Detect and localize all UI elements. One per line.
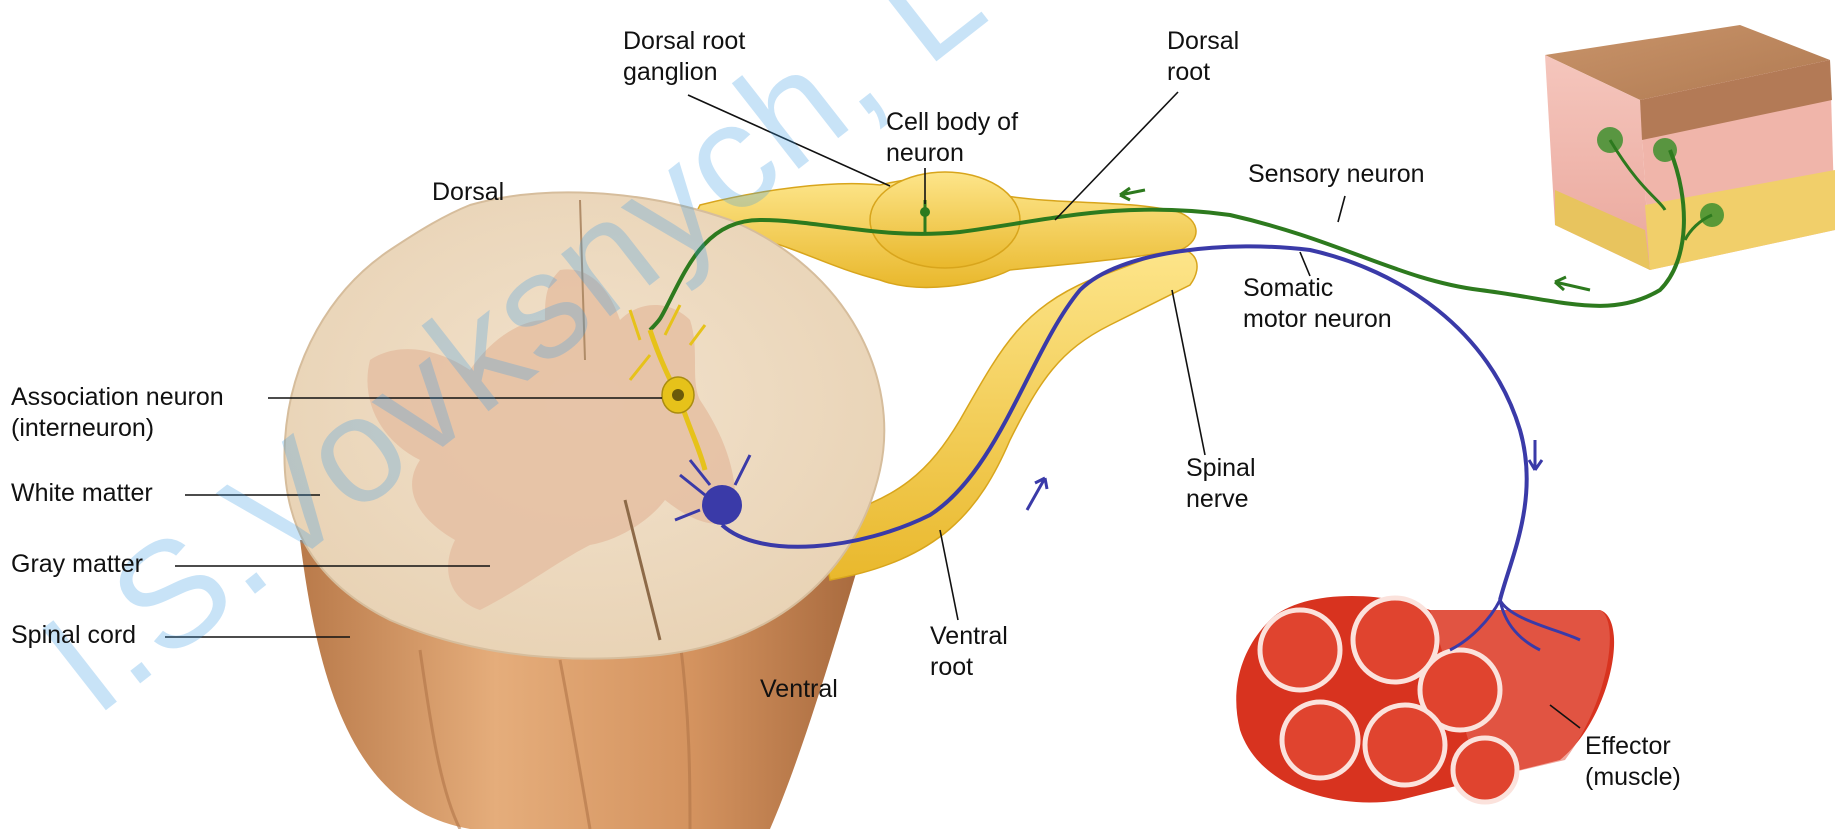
label-dorsal: Dorsal — [432, 177, 504, 208]
signal-direction-arrow — [1027, 478, 1047, 510]
label-ventral: Ventral — [760, 674, 838, 705]
leader-sensory-neuron — [1338, 196, 1345, 222]
label-effector: Effector (muscle) — [1585, 731, 1681, 793]
label-sensory-neuron: Sensory neuron — [1248, 159, 1425, 190]
signal-direction-arrow — [1529, 440, 1542, 470]
label-association-neuron: Association neuron (interneuron) — [11, 382, 224, 444]
effector-muscle-shape — [1236, 596, 1614, 802]
dorsal-root-ganglion-shape — [870, 172, 1020, 268]
label-cell-body: Cell body of neuron — [886, 107, 1018, 169]
leader-ventral-root — [940, 530, 958, 620]
signal-direction-arrow — [1555, 277, 1590, 290]
label-white-matter: White matter — [11, 478, 153, 509]
label-dorsal-root: Dorsal root — [1167, 26, 1239, 88]
leader-spinal-nerve — [1172, 290, 1205, 455]
label-spinal-nerve: Spinal nerve — [1186, 453, 1256, 515]
label-somatic-motor-neuron: Somatic motor neuron — [1243, 273, 1392, 335]
signal-direction-arrow — [1120, 188, 1145, 200]
label-ventral-root: Ventral root — [930, 621, 1008, 683]
label-spinal-cord: Spinal cord — [11, 620, 136, 651]
label-dorsal-root-ganglion: Dorsal root ganglion — [623, 26, 745, 88]
leader-dorsal-root — [1055, 92, 1178, 220]
label-gray-matter: Gray matter — [11, 549, 143, 580]
